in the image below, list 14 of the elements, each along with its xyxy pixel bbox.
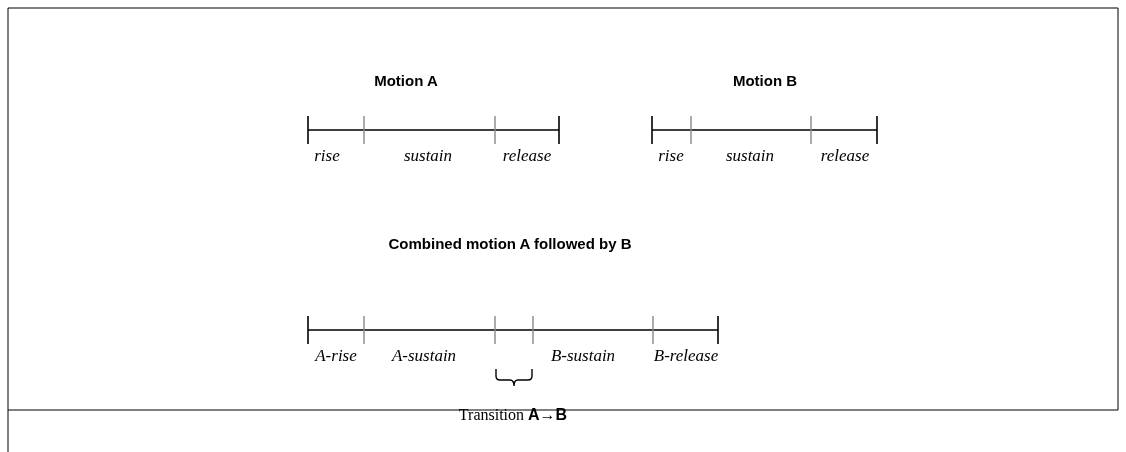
segment-label: sustain [725,146,775,166]
heading: Motion A [374,71,438,89]
annotation: Transition A→B [458,406,568,424]
heading: Motion B [732,71,798,89]
segment-label: B-release [653,346,719,366]
segment-label: sustain [403,146,453,166]
segment-label: B-sustain [550,346,616,366]
segment-label: rise [314,146,340,166]
segment-label: rise [658,146,684,166]
segment-label: release [502,146,552,166]
segment-label: A-sustain [391,346,457,366]
segment-label: A-rise [315,346,357,366]
segment-label: release [820,146,870,166]
heading: Combined motion A followed by B [388,234,632,252]
